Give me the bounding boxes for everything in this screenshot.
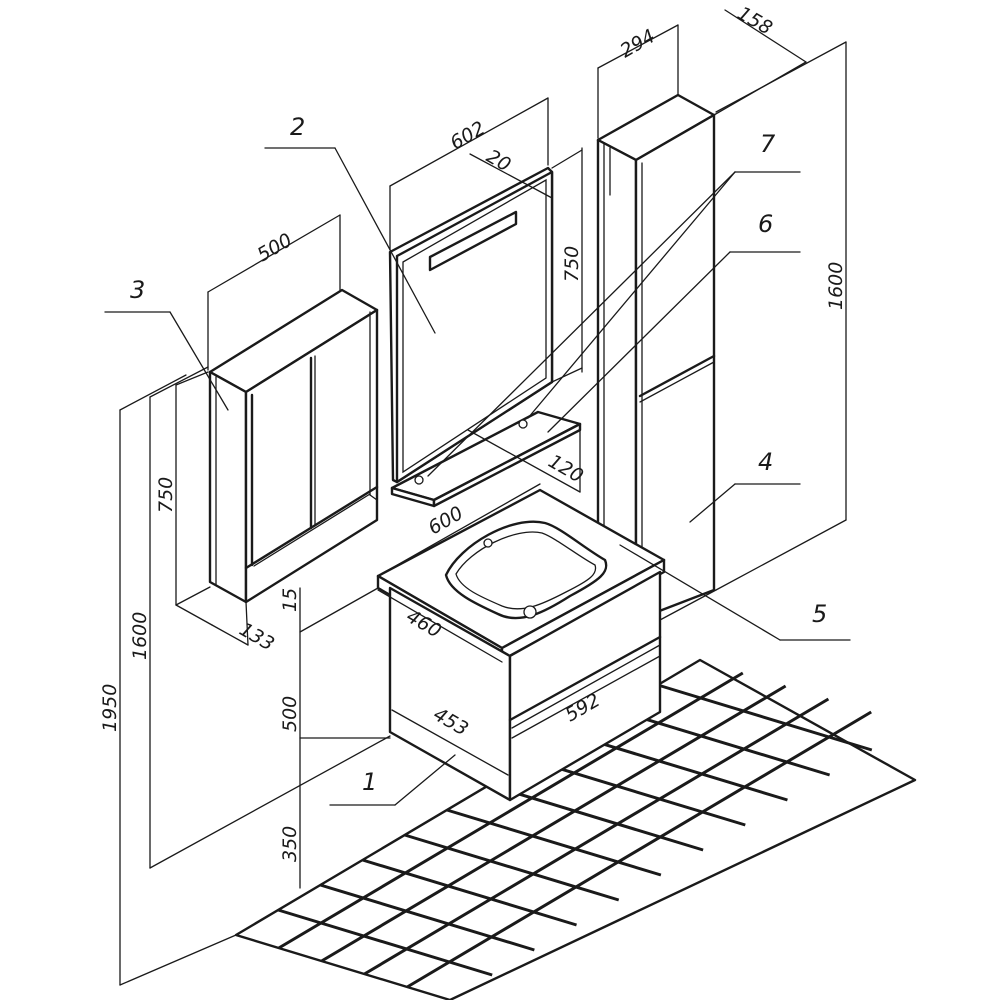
dim-level-1950: 1950 [99, 684, 121, 732]
dim-level-1600: 1600 [129, 612, 151, 660]
tile-joint [277, 908, 493, 977]
tile-joint [363, 697, 830, 976]
dim-vanity-floor-gap: 350 [279, 826, 301, 862]
callout-7: 7 [760, 130, 776, 158]
dim-mirror-width: 602 [447, 117, 489, 154]
tile-joint [488, 783, 704, 852]
dim-column-width: 294 [617, 25, 659, 62]
callout-4: 4 [758, 448, 773, 476]
dim-cabinet-height: 750 [155, 477, 177, 513]
dim-vanity-height: 500 [279, 696, 301, 732]
dim-cabinet-width: 500 [254, 229, 296, 266]
dim-column-depth: 158 [734, 2, 776, 39]
tile-joint [404, 833, 620, 902]
tile-joint [573, 733, 788, 802]
callout-leaders [104, 147, 851, 806]
tile-joint [362, 858, 577, 927]
dim-column-height: 1600 [825, 262, 847, 310]
dim-cabinet-depth: 133 [236, 618, 278, 655]
tile-joint [657, 683, 873, 752]
tile-joint [406, 710, 872, 989]
callout-6: 6 [758, 210, 773, 238]
tile-joint [278, 671, 744, 950]
mirror [388, 166, 554, 484]
glass-shelf [390, 410, 582, 508]
vanity-unit [376, 488, 666, 802]
dimension-lines [119, 9, 847, 986]
callout-labels: 1 2 3 4 5 6 7 [130, 113, 827, 796]
tile-joint [319, 883, 535, 952]
tile-joint [530, 758, 746, 827]
tall-column [596, 93, 716, 622]
callout-5: 5 [812, 600, 827, 628]
floor-tiles [234, 658, 917, 1002]
tile-joint [320, 684, 787, 963]
dim-mirror-height: 750 [561, 246, 583, 282]
callout-1: 1 [362, 768, 377, 796]
dim-mirror-depth: 20 [483, 145, 515, 176]
dim-basin-thickness: 15 [279, 588, 301, 612]
tile-joint [615, 708, 831, 777]
wall-cabinet [208, 288, 379, 604]
tile-joint [446, 808, 662, 877]
callout-3: 3 [130, 276, 145, 304]
callout-2: 2 [290, 113, 305, 141]
